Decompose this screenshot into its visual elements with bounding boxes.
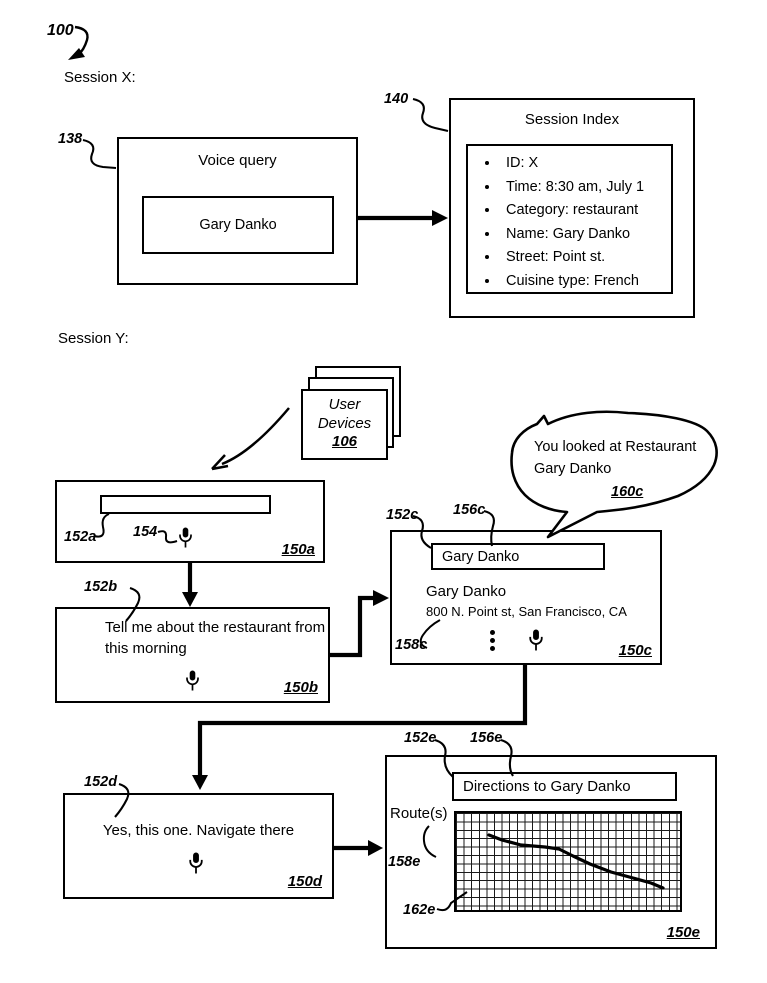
ref-156c: 156c [453, 502, 486, 518]
assistant-bubble-text: You looked at Restaurant Gary Danko [534, 439, 697, 477]
voice-query-text-box: Gary Danko [142, 196, 334, 254]
ref-152a: 152a [64, 529, 97, 545]
transcript-d: Yes, this one. Navigate there [102, 822, 295, 839]
user-device-card-front: User Devices 106 [301, 389, 388, 460]
ref-150e: 150e [666, 924, 700, 941]
user-devices-line2: Devices [317, 414, 372, 432]
microphone-icon [529, 629, 543, 651]
ref-152b: 152b [84, 579, 118, 595]
ref-158e: 158e [388, 854, 421, 870]
arrow-a-to-b [182, 563, 198, 607]
result-address: 800 N. Point st, San Francisco, CA [426, 604, 627, 619]
ref-158c: 158c [395, 637, 428, 653]
leader-138 [82, 138, 117, 170]
session-index-entry: Street: Point st. [500, 247, 671, 269]
ref-140: 140 [384, 91, 409, 107]
map-grid [454, 811, 682, 912]
user-devices-line1: User [328, 396, 361, 413]
ref-152e: 152e [404, 730, 437, 746]
ref-154: 154 [133, 524, 158, 540]
ref-138: 138 [58, 131, 83, 147]
directions-header-bar: Directions to Gary Danko [452, 772, 677, 801]
voice-query-text: Gary Danko [199, 217, 277, 233]
session-x-label: Session X: [64, 69, 136, 86]
ref-150a: 150a [281, 541, 315, 558]
ref-162e: 162e [403, 902, 436, 918]
screen-d: Yes, this one. Navigate there 150d [63, 793, 334, 899]
result-name: Gary Danko [426, 583, 507, 600]
session-index-title: Session Index [524, 111, 620, 128]
routes-label: Route(s) [390, 805, 448, 822]
screen-b: Tell me about the restaurant from this m… [55, 607, 330, 703]
ref-150d: 150d [287, 873, 322, 890]
arrow-devices-to-screen-a [211, 407, 290, 471]
microphone-icon [186, 670, 199, 691]
session-index-box: Session Index ID: XTime: 8:30 am, July 1… [449, 98, 695, 318]
arrow-b-to-c [329, 590, 389, 658]
session-y-label: Session Y: [58, 330, 129, 347]
search-bar: Gary Danko [431, 543, 605, 570]
directions-header-text: Directions to Gary Danko [463, 778, 631, 795]
ref-152c: 152c [386, 507, 419, 523]
screen-e: Directions to Gary Danko Route(s) 150e [385, 755, 717, 949]
ref-152d: 152d [84, 774, 118, 790]
screen-c: Gary Danko Gary Danko 800 N. Point st, S… [390, 530, 662, 665]
ref-156e: 156e [470, 730, 503, 746]
leader-140 [412, 97, 449, 133]
session-index-list: ID: XTime: 8:30 am, July 1Category: rest… [468, 153, 671, 292]
search-bar-text: Gary Danko [442, 548, 520, 565]
arrow-d-to-e [334, 840, 383, 856]
kebab-menu-icon [490, 628, 495, 653]
session-index-entry: Category: restaurant [500, 200, 671, 222]
arrow-voicequery-to-index [358, 210, 448, 226]
screen-a: 150a [55, 480, 325, 563]
session-index-entry: Name: Gary Danko [500, 224, 671, 246]
session-index-entry: Cuisine type: French [500, 271, 671, 293]
transcript-b: Tell me about the restaurant from this m… [105, 619, 326, 657]
ref-150c: 150c [618, 642, 652, 659]
ref-106: 106 [331, 433, 358, 450]
ref-150b: 150b [283, 679, 318, 696]
figure-ref-100: 100 [47, 22, 74, 39]
microphone-icon [189, 852, 203, 874]
ref-160c: 160c [611, 484, 644, 500]
session-index-entry: ID: X [500, 153, 671, 175]
voice-query-box: Voice query Gary Danko [117, 137, 358, 285]
session-index-entry: Time: 8:30 am, July 1 [500, 177, 671, 199]
microphone-icon [179, 527, 192, 548]
voice-query-title: Voice query [198, 152, 277, 169]
search-bar-empty [100, 495, 271, 514]
session-index-entries-box: ID: XTime: 8:30 am, July 1Category: rest… [466, 144, 673, 294]
